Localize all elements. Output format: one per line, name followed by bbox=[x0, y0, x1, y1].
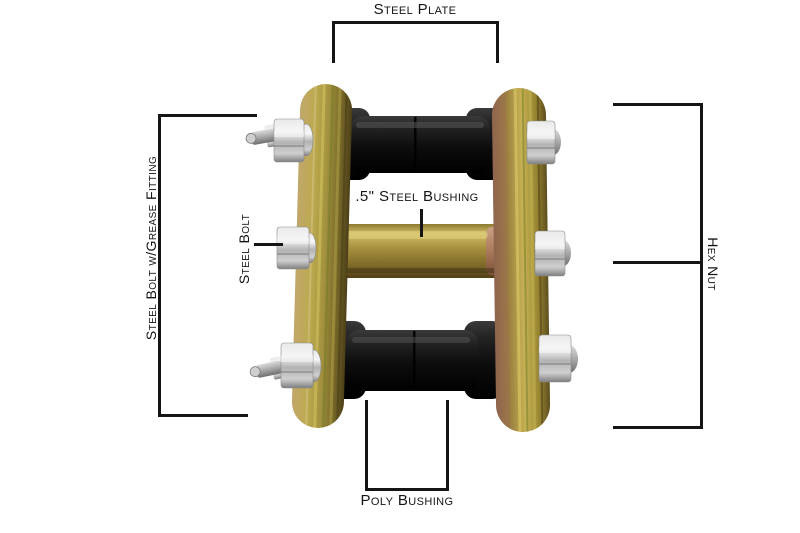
grease-bolt-bracket-vertical bbox=[158, 114, 161, 417]
steel-plate-bracket-left-stub bbox=[332, 21, 335, 63]
steel-bolt-pointer-line bbox=[254, 243, 283, 246]
grease-bolt-bottom bbox=[249, 342, 322, 389]
hex-nut-bracket-top-stub bbox=[613, 103, 703, 106]
label-poly-bushing: Poly Bushing bbox=[360, 492, 454, 509]
grease-bolt-bracket-top-stub bbox=[158, 114, 257, 117]
steel-bolt-middle bbox=[276, 226, 317, 270]
hex-nut-bracket-middle-stub bbox=[613, 261, 703, 264]
steel-plate-bracket-horizontal bbox=[332, 21, 499, 24]
label-hex-nut: Hex Nut bbox=[705, 237, 721, 291]
label-steel-bushing: .5" Steel Bushing bbox=[355, 188, 479, 205]
hex-nut-bracket-vertical bbox=[700, 103, 703, 429]
label-steel-bolt: Steel Bolt bbox=[236, 213, 252, 285]
grease-bolt-bracket-bottom-stub bbox=[158, 414, 248, 417]
hex-nut-top bbox=[526, 120, 561, 165]
poly-bushing-bracket-left-stub bbox=[365, 400, 368, 491]
label-steel-plate: Steel Plate bbox=[373, 1, 457, 18]
grease-bolt-top bbox=[245, 118, 314, 163]
label-steel-bolt-grease-fitting: Steel Bolt w/Grease Fitting bbox=[143, 155, 159, 341]
steel-bushing-pointer-line bbox=[420, 209, 423, 237]
poly-bushing-bracket-horizontal bbox=[365, 488, 449, 491]
hex-nut-bottom bbox=[538, 334, 578, 383]
hex-nut-middle bbox=[534, 230, 571, 277]
poly-bushing-bracket-right-stub bbox=[446, 400, 449, 491]
poly-bushing-bottom bbox=[330, 321, 504, 399]
hex-nut-bracket-bottom-stub bbox=[613, 426, 703, 429]
steel-plate-bracket-right-stub bbox=[496, 21, 499, 63]
poly-bushing-top bbox=[336, 108, 504, 180]
